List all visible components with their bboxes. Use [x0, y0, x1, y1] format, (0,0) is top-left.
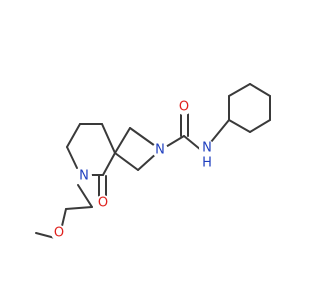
bond: [163, 135, 185, 149]
bond: [35, 232, 56, 239]
bond: [210, 119, 230, 143]
bond: [66, 123, 81, 148]
methoxyethyl-chain: [35, 184, 93, 239]
bond: [249, 119, 271, 133]
amide-hydrogen-label: H: [202, 156, 212, 171]
pyrrolidine-nitrogen-label: N: [155, 143, 165, 158]
ether-oxygen-label: O: [54, 226, 64, 241]
bond: [114, 127, 131, 154]
bond: [228, 83, 251, 97]
bond: [77, 184, 93, 208]
atom-labels: N H O N N O O: [51, 99, 215, 241]
bond: [101, 123, 116, 154]
bond: [228, 119, 251, 133]
bond: [129, 127, 159, 149]
pyrrolidine-ring: [114, 127, 159, 171]
bond: [66, 146, 78, 169]
piperidine-nitrogen-label: N: [79, 169, 89, 184]
bond: [114, 152, 139, 171]
bond: [61, 208, 67, 227]
amide-nitrogen-label: N: [202, 141, 212, 156]
lactam-oxygen-label: O: [98, 196, 108, 211]
cyclohexyl-ring: [228, 83, 271, 133]
piperidinone-ring: [66, 123, 116, 197]
bond: [249, 83, 271, 97]
bond: [65, 206, 93, 210]
carboxamide-group: [163, 113, 230, 151]
structure-diagram: N H O N N O O: [35, 83, 271, 241]
molecule-canvas: N H O N N O O: [35, 83, 271, 241]
bond: [102, 152, 116, 176]
bond: [183, 135, 202, 151]
carbonyl-oxygen-label: O: [179, 100, 189, 115]
